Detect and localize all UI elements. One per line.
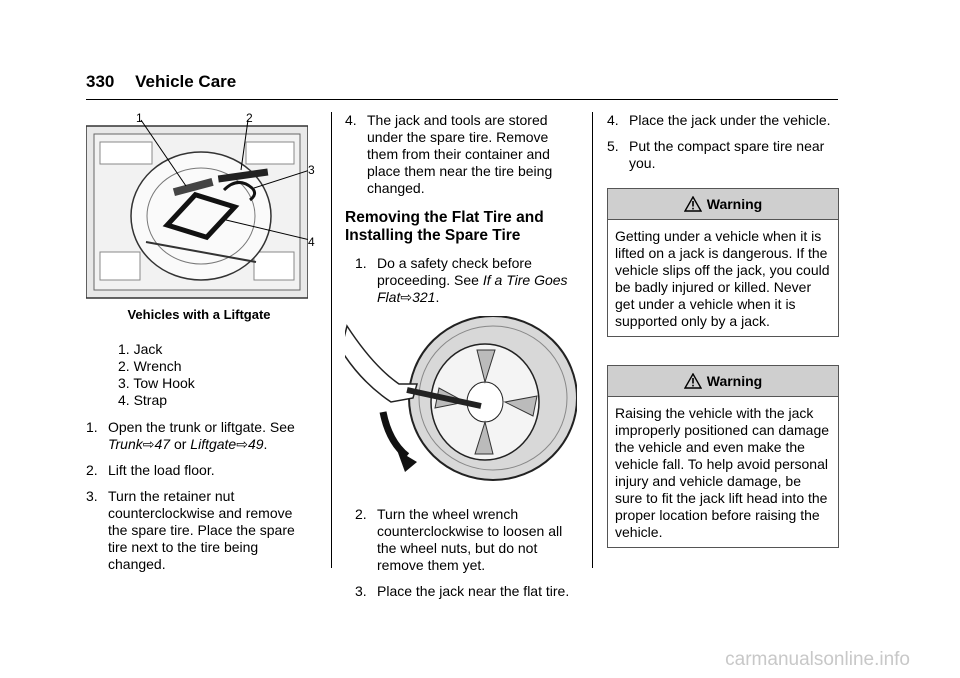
warning-header: Warning [608, 366, 838, 397]
flat-tire-page-ref[interactable]: 321 [412, 289, 436, 305]
column-divider [592, 112, 593, 568]
watermark: carmanualsonline.info [725, 649, 910, 670]
warning-triangle-icon [683, 373, 702, 389]
page-arrow-icon: ⇨ [400, 289, 413, 305]
step-open-trunk: 1.Open the trunk or liftgate. See Trunk⇨… [86, 419, 295, 452]
step-remove-spare: 3.Turn the retainer nut counterclockwise… [86, 488, 295, 572]
trunk-page-ref[interactable]: 47 [154, 436, 171, 452]
step-place-jack-near: 3.Place the jack near the flat tire. [355, 583, 570, 599]
step-safety-check: 1.Do a safety check before proceeding. S… [355, 255, 568, 305]
page-arrow-icon: ⇨ [236, 436, 248, 452]
figure-caption: Vehicles with a Liftgate [127, 307, 271, 322]
legend-item: 2. Wrench [118, 358, 182, 374]
wheel-wrench-illustration [345, 316, 577, 481]
liftgate-page-ref[interactable]: 49 [247, 436, 264, 452]
spare-tire-storage-illustration [86, 119, 308, 299]
column-1: 1 2 3 4 Vehicles with a Liftgate 1. Jack… [86, 111, 315, 582]
section-title: Vehicle Care [135, 72, 237, 91]
step-lift-floor: 2.Lift the load floor. [86, 462, 215, 478]
column-2: 4.The jack and tools are stored under th… [345, 112, 580, 609]
callout-2: 2 [246, 111, 253, 125]
warning-header: Warning [608, 189, 838, 220]
legend-item: 1. Jack [118, 341, 163, 357]
warning-text: Getting under a vehicle when it is lifte… [615, 228, 830, 329]
trunk-link[interactable]: Trunk [108, 436, 143, 452]
header-rule [86, 99, 838, 100]
legend-item: 4. Strap [118, 392, 168, 408]
warning-title: Warning [706, 195, 763, 212]
warning-text: Raising the vehicle with the jack improp… [615, 405, 830, 540]
trunk-figure: 1 2 3 4 [86, 111, 315, 302]
page-arrow-icon: ⇨ [142, 436, 155, 452]
callout-1: 1 [136, 111, 143, 125]
warning-title: Warning [706, 372, 763, 389]
callout-3: 3 [308, 163, 315, 177]
step-tools-stored: 4.The jack and tools are stored under th… [345, 112, 553, 196]
step-loosen-nuts: 2.Turn the wheel wrench counterclockwise… [355, 506, 563, 573]
legend-item: 3. Tow Hook [118, 375, 195, 391]
flat-tire-link[interactable]: If a Tire Goes Flat [377, 272, 568, 305]
warning-box: Warning Raising the vehicle with the jac… [607, 365, 839, 548]
column-divider [331, 112, 332, 568]
warning-box: Warning Getting under a vehicle when it … [607, 188, 839, 337]
section-heading: Removing the Flat Tire and Installing th… [345, 209, 544, 244]
figure-legend: 1. Jack 2. Wrench 3. Tow Hook 4. Strap [118, 341, 312, 409]
callout-4: 4 [308, 235, 315, 249]
liftgate-link[interactable]: Liftgate [190, 436, 237, 452]
column-3: 4.Place the jack under the vehicle. 5.Pu… [607, 112, 839, 576]
step-compact-spare: 5.Put the compact spare tire near you. [607, 138, 825, 171]
page-number: 330 [86, 72, 115, 91]
warning-triangle-icon [683, 196, 702, 212]
step-place-jack-under: 4.Place the jack under the vehicle. [607, 112, 831, 128]
page-header: 330 Vehicle Care [86, 72, 236, 92]
